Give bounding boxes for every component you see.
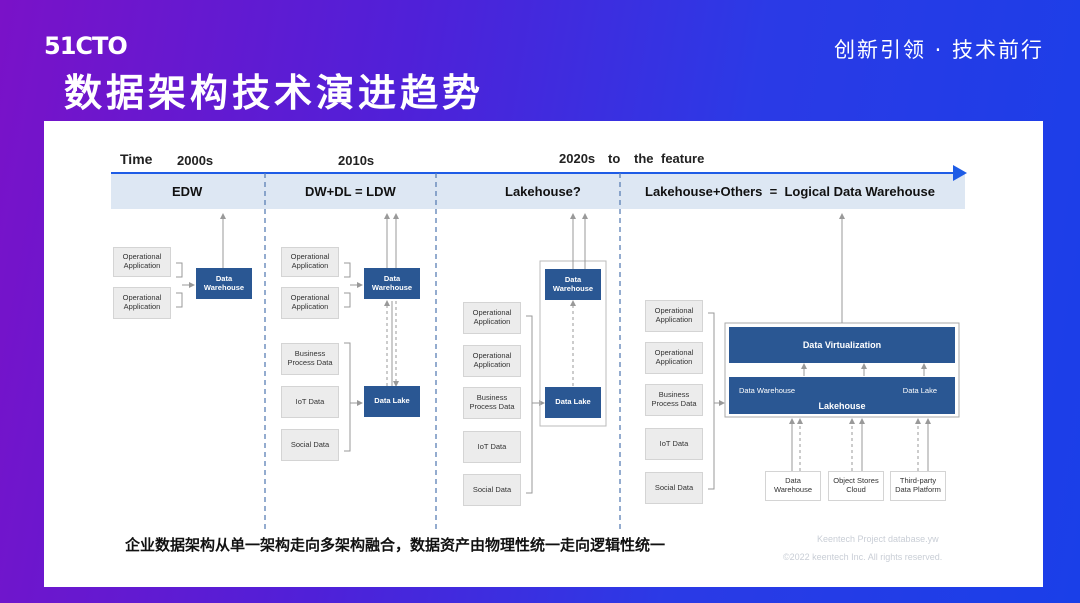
phase-lakehouse-question: Lakehouse? bbox=[505, 184, 581, 199]
phase-logical-dw: Lakehouse+Others = Logical Data Warehous… bbox=[645, 184, 935, 199]
s3-operational-app-2: Operational Application bbox=[463, 345, 521, 377]
phase-edw: EDW bbox=[172, 184, 203, 199]
content-panel: Time 2000s 2010s 2020s to the feature ED… bbox=[44, 121, 1043, 587]
s1-operational-app-2: Operational Application bbox=[113, 287, 171, 319]
s4-dw-label: Data Warehouse bbox=[739, 386, 796, 395]
phase-bar bbox=[111, 173, 965, 209]
s4-bottom-object-stores: Object Stores Cloud bbox=[828, 471, 884, 501]
era-the: the bbox=[634, 151, 654, 166]
s2-operational-app-2: Operational Application bbox=[281, 287, 339, 319]
s4-operational-app-2: Operational Application bbox=[645, 342, 703, 374]
s4-lakehouse-label: Lakehouse bbox=[818, 401, 866, 411]
s4-operational-app-1: Operational Application bbox=[645, 300, 703, 332]
era-feature: feature bbox=[661, 151, 705, 166]
slide-title: 数据架构技术演进趋势 bbox=[64, 71, 485, 115]
s3-business-process-data: Business Process Data bbox=[463, 387, 521, 419]
s2-business-process-data: Business Process Data bbox=[281, 343, 339, 375]
s3-iot-data: IoT Data bbox=[463, 431, 521, 463]
era-2010s: 2010s bbox=[338, 153, 375, 168]
s4-data-virtualization: Data Virtualization bbox=[729, 327, 955, 363]
s4-business-process-data: Business Process Data bbox=[645, 384, 703, 416]
s2-data-lake: Data Lake bbox=[364, 386, 420, 417]
era-2020s: 2020s bbox=[559, 151, 596, 166]
s3-data-lake: Data Lake bbox=[545, 387, 601, 418]
s4-iot-data: IoT Data bbox=[645, 428, 703, 460]
diagram-lines bbox=[111, 165, 967, 531]
s2-social-data: Social Data bbox=[281, 429, 339, 461]
watermark-copyright: ©2022 keentech Inc. All rights reserved. bbox=[783, 552, 943, 562]
slogan: 创新引领 · 技术前行 bbox=[833, 38, 1044, 62]
s2-data-warehouse: Data Warehouse bbox=[364, 268, 420, 299]
s4-bottom-data-warehouse: Data Warehouse bbox=[765, 471, 821, 501]
s4-social-data: Social Data bbox=[645, 472, 703, 504]
time-label: Time bbox=[120, 151, 153, 167]
s2-iot-data: IoT Data bbox=[281, 386, 339, 418]
s4-lakehouse-box: Data Warehouse Data Lake Lakehouse bbox=[729, 377, 955, 414]
watermark-project: Keentech Project database.yw bbox=[817, 534, 939, 544]
s3-social-data: Social Data bbox=[463, 474, 521, 506]
phase-ldw: DW+DL = LDW bbox=[305, 184, 396, 199]
era-to: to bbox=[608, 151, 621, 166]
s1-operational-app-1: Operational Application bbox=[113, 247, 171, 277]
brand-logo: 51CTO bbox=[44, 32, 128, 60]
s4-dl-label: Data Lake bbox=[902, 386, 937, 395]
s2-operational-app-1: Operational Application bbox=[281, 247, 339, 277]
era-2000s: 2000s bbox=[177, 153, 214, 168]
s1-data-warehouse: Data Warehouse bbox=[196, 268, 252, 299]
s3-data-warehouse: Data Warehouse bbox=[545, 269, 601, 300]
s4-bottom-third-party: Third-party Data Platform bbox=[890, 471, 946, 501]
s3-operational-app-1: Operational Application bbox=[463, 302, 521, 334]
summary-caption: 企业数据架构从单一架构走向多架构融合，数据资产由物理性统一走向逻辑性统一 bbox=[125, 536, 666, 554]
